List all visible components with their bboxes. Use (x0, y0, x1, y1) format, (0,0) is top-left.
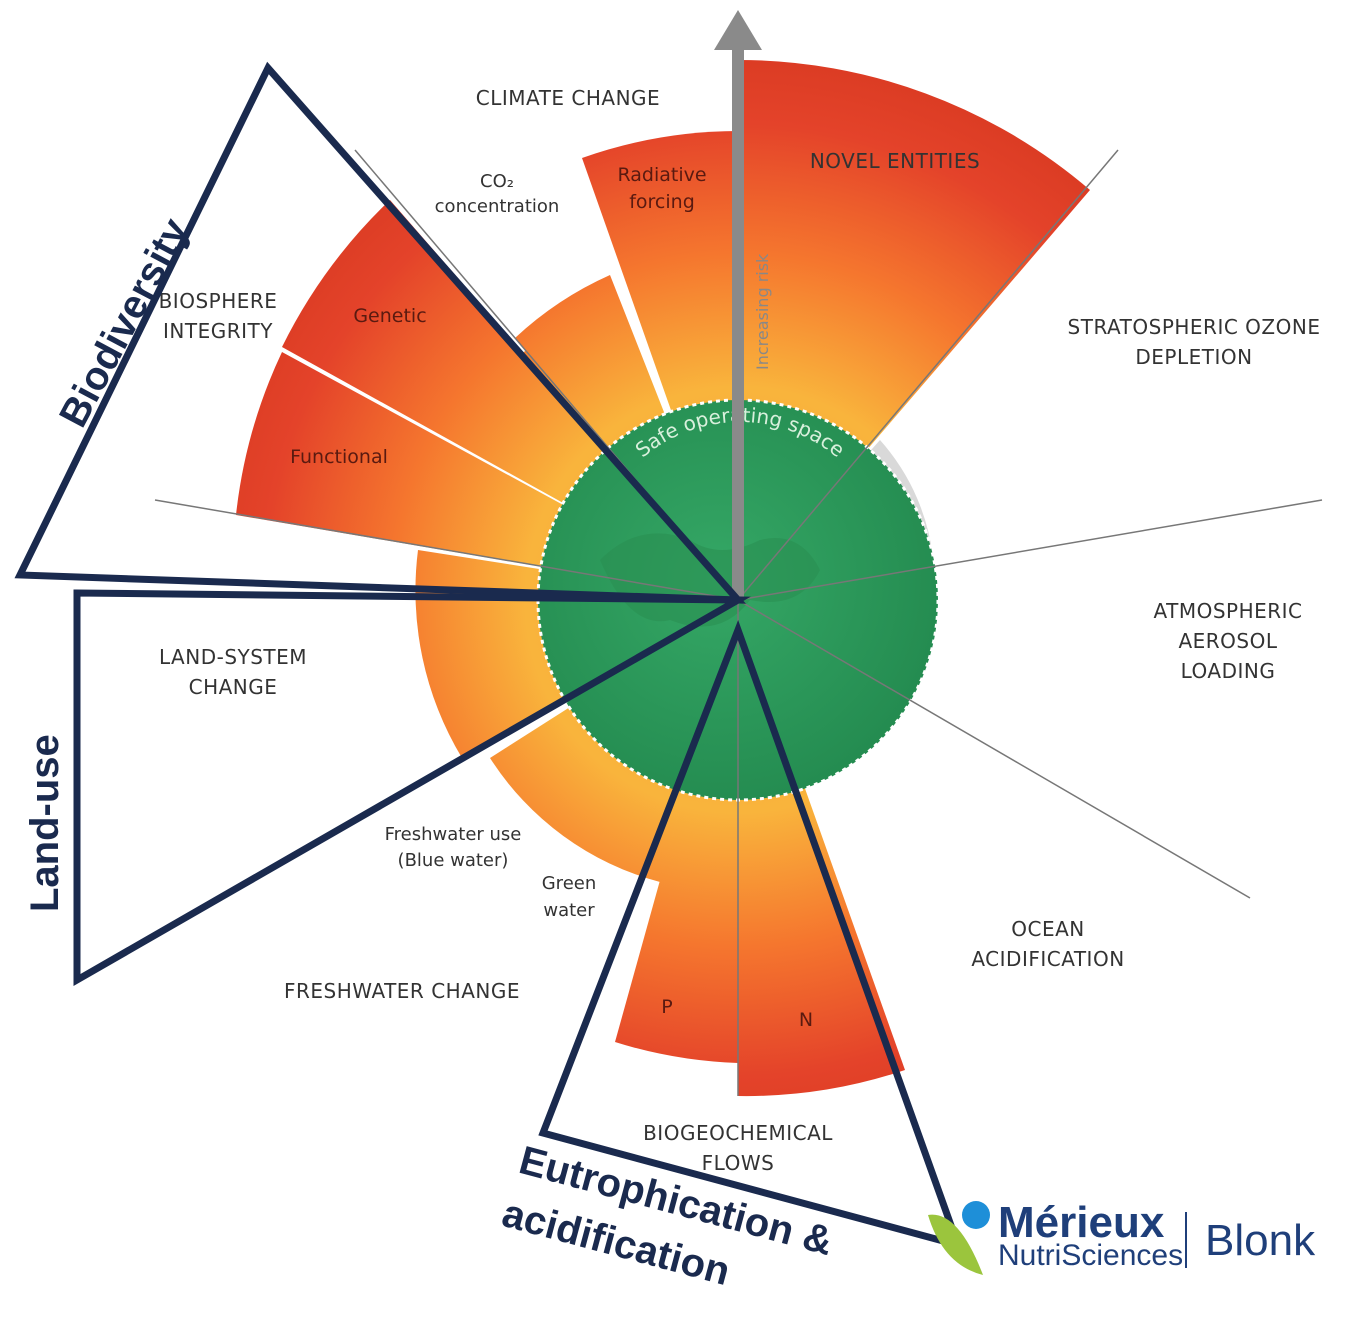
overlay-triangles (14, 61, 964, 1251)
aerosol-label-line2: AEROSOL (1178, 629, 1277, 653)
logo-brand: Mérieux (998, 1198, 1165, 1247)
biosphere-line1: BIOSPHERE (159, 289, 278, 313)
radiative-label-line1: Radiative (617, 164, 706, 186)
functional-label: Functional (290, 446, 388, 468)
ocean-label-line2: ACIDIFICATION (971, 947, 1124, 971)
ozone-label-line2: DEPLETION (1135, 345, 1252, 369)
increasing-risk-arrow: Increasing risk (714, 10, 772, 600)
logo-partner: Blonk (1205, 1216, 1316, 1265)
leaf-icon (928, 1214, 983, 1275)
radiative-label-line2: forcing (629, 191, 695, 213)
co2-label-line1: CO₂ (480, 171, 514, 192)
landuse-triangle (73, 589, 751, 987)
ozone-label-line1: STRATOSPHERIC OZONE (1068, 315, 1321, 339)
biosphere-line2: INTEGRITY (163, 319, 273, 343)
merieux-blonk-logo: Mérieux NutriSciences Blonk (928, 1198, 1316, 1275)
logo-sub: NutriSciences (998, 1239, 1183, 1272)
climate-change-title: CLIMATE CHANGE (476, 86, 660, 110)
increasing-risk-label: Increasing risk (753, 253, 772, 370)
land-system-line1: LAND-SYSTEM (159, 645, 307, 669)
eutrophication-triangle (538, 619, 964, 1251)
biogeo-label-line1: BIOGEOCHEMICAL (643, 1121, 833, 1145)
blue-dot-icon (962, 1201, 990, 1229)
co2-label-line2: concentration (435, 196, 560, 217)
freshwater-change-title: FRESHWATER CHANGE (284, 979, 520, 1003)
land-system-line2: CHANGE (189, 675, 278, 699)
landuse-label: Land-use (23, 734, 67, 912)
green-water-line2: water (543, 900, 595, 921)
aerosol-label-line1: ATMOSPHERIC (1153, 599, 1302, 623)
genetic-label: Genetic (353, 305, 426, 327)
novel-entities-title: NOVEL ENTITIES (810, 149, 980, 173)
ocean-label-line1: OCEAN (1011, 917, 1085, 941)
globe-landmass (600, 533, 820, 627)
aerosol-label-line3: LOADING (1181, 659, 1276, 683)
blue-water-line1: Freshwater use (385, 824, 522, 845)
nitrogen-label: N (799, 1009, 813, 1031)
phosphorus-label: P (661, 996, 672, 1018)
biodiversity-triangle (14, 61, 747, 604)
boundary-lines (154, 149, 1323, 1096)
blue-water-line2: (Blue water) (398, 850, 509, 871)
biogeo-label-line2: FLOWS (702, 1151, 775, 1175)
green-water-line1: Green (542, 873, 597, 894)
